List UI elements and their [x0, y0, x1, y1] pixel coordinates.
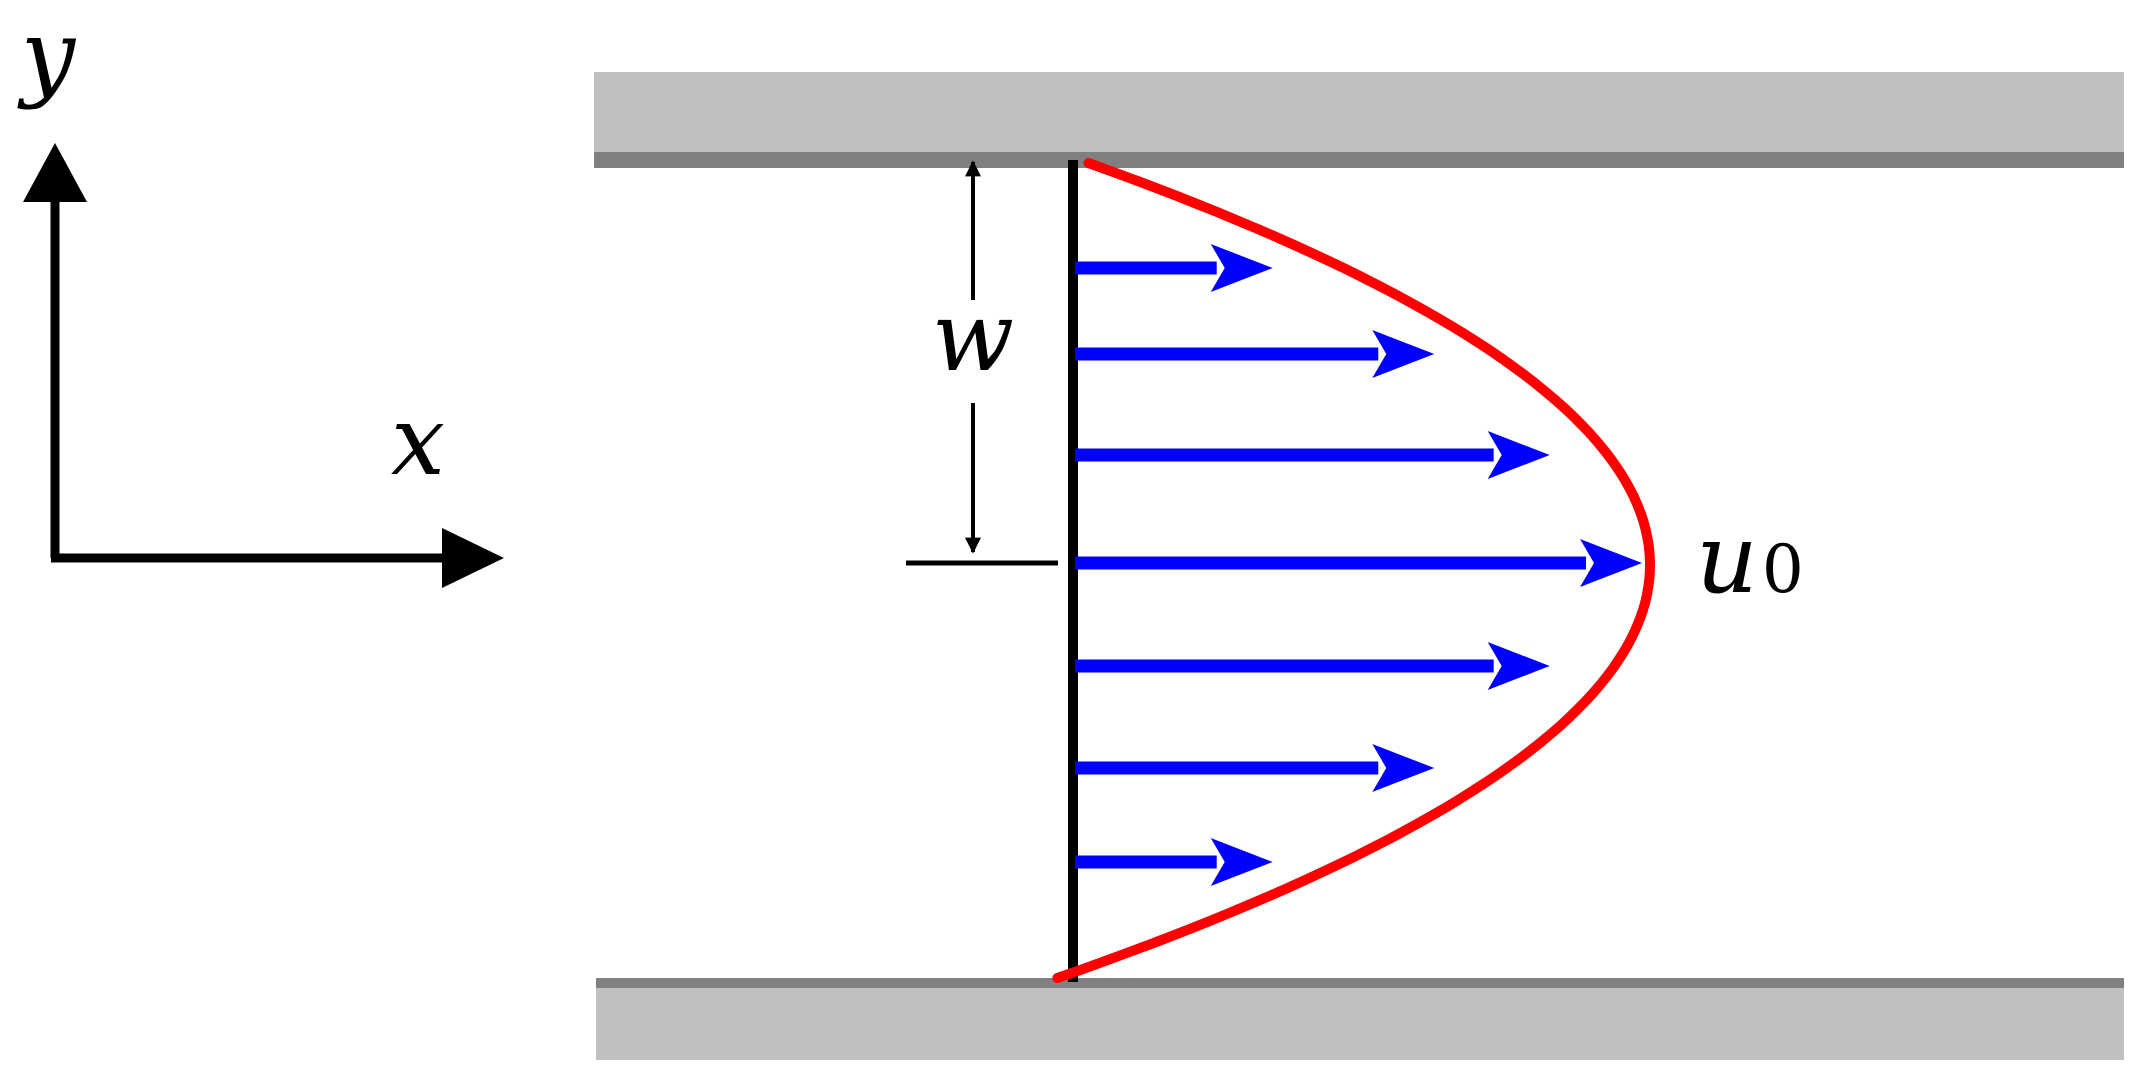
- bottom-wall-fill: [596, 988, 2124, 1060]
- max-velocity-label: u0: [1696, 503, 1804, 615]
- velocity-arrowhead: [1372, 744, 1435, 792]
- half-width-label: w: [932, 281, 1014, 393]
- velocity-arrows: [1075, 244, 1642, 886]
- x-axis-arrowhead: [442, 528, 504, 588]
- velocity-arrowhead: [1487, 431, 1550, 479]
- bottom-wall: [596, 978, 2124, 1060]
- y-axis-label: y: [17, 0, 77, 111]
- velocity-arrowhead: [1210, 244, 1273, 292]
- velocity-arrowhead: [1210, 838, 1273, 886]
- half-width-dimension: w: [906, 160, 1058, 566]
- top-wall: [594, 72, 2124, 168]
- x-axis-label: x: [391, 385, 445, 497]
- max-velocity-symbol: u: [1696, 503, 1758, 615]
- y-axis-arrowhead: [23, 143, 87, 202]
- velocity-profile-curve: [1052, 158, 1656, 983]
- top-wall-edge: [594, 152, 2124, 168]
- velocity-arrowhead: [1580, 539, 1642, 587]
- coordinate-axes: y x: [17, 0, 504, 588]
- velocity-arrowhead: [1372, 330, 1435, 378]
- top-wall-fill: [594, 72, 2124, 158]
- max-velocity-subscript: 0: [1762, 531, 1804, 608]
- velocity-arrowhead: [1487, 642, 1550, 690]
